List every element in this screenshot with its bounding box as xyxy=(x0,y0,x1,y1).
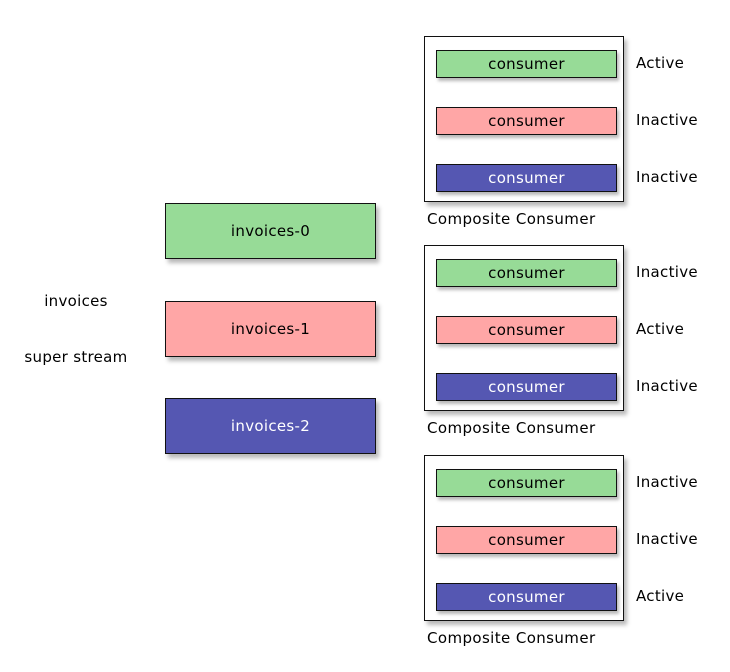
stream-type-label: super stream xyxy=(24,348,128,366)
consumer-label: consumer xyxy=(488,531,565,549)
consumer-label: consumer xyxy=(488,588,565,606)
consumer-status-label: Inactive xyxy=(636,263,698,281)
consumer-box: consumer xyxy=(436,526,617,554)
partition-label: invoices-1 xyxy=(230,320,311,338)
partition-box-invoices-0: invoices-0 xyxy=(165,203,376,259)
consumer-label: consumer xyxy=(488,474,565,492)
consumer-status-label: Inactive xyxy=(636,473,698,491)
consumer-label: consumer xyxy=(488,378,565,396)
composite-consumer-caption: Composite Consumer xyxy=(427,210,596,228)
composite-consumer-group-2: consumer consumer consumer xyxy=(424,245,624,411)
consumer-status-label: Inactive xyxy=(636,530,698,548)
stream-name-label: invoices xyxy=(44,292,108,310)
consumer-box: consumer xyxy=(436,50,617,78)
consumer-label: consumer xyxy=(488,55,565,73)
consumer-box: consumer xyxy=(436,316,617,344)
consumer-status-label: Active xyxy=(636,320,685,338)
consumer-box: consumer xyxy=(436,107,617,135)
consumer-box: consumer xyxy=(436,469,617,497)
consumer-status-label: Inactive xyxy=(636,377,698,395)
consumer-label: consumer xyxy=(488,169,565,187)
consumer-box: consumer xyxy=(436,164,617,192)
consumer-status-label: Active xyxy=(636,587,685,605)
partition-box-invoices-1: invoices-1 xyxy=(165,301,376,357)
consumer-box: consumer xyxy=(436,259,617,287)
partition-label: invoices-0 xyxy=(230,222,311,240)
composite-consumer-caption: Composite Consumer xyxy=(427,629,596,647)
consumer-status-label: Inactive xyxy=(636,168,698,186)
composite-consumer-group-1: consumer consumer consumer xyxy=(424,36,624,202)
consumer-status-label: Inactive xyxy=(636,111,698,129)
consumer-status-label: Active xyxy=(636,54,685,72)
composite-consumer-group-3: consumer consumer consumer xyxy=(424,455,624,621)
consumer-box: consumer xyxy=(436,373,617,401)
consumer-label: consumer xyxy=(488,112,565,130)
consumer-label: consumer xyxy=(488,264,565,282)
consumer-label: consumer xyxy=(488,321,565,339)
partition-label: invoices-2 xyxy=(230,417,311,435)
partition-box-invoices-2: invoices-2 xyxy=(165,398,376,454)
composite-consumer-caption: Composite Consumer xyxy=(427,419,596,437)
consumer-box: consumer xyxy=(436,583,617,611)
